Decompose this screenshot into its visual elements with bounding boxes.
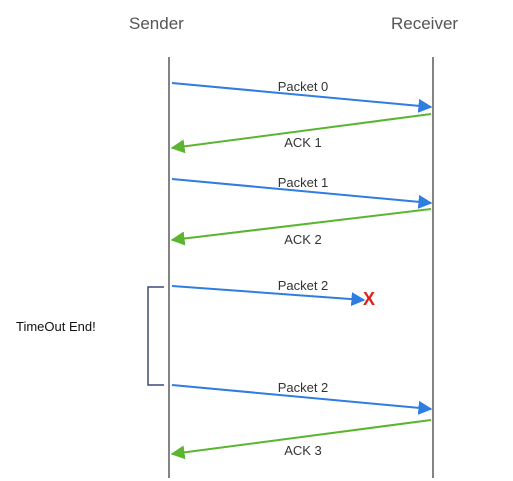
receiver-title: Receiver	[391, 14, 459, 33]
ack-arrow-1	[170, 113, 432, 154]
ack-label-6: ACK 3	[284, 443, 322, 458]
packet-arrow-4	[171, 285, 366, 307]
timeout-label: TimeOut End!	[16, 319, 96, 334]
ack-arrow-3	[170, 208, 432, 246]
packet-arrow-2	[171, 178, 433, 209]
ack-arrow-6	[170, 419, 432, 460]
packet-arrow-0	[171, 82, 433, 113]
packet-label-0: Packet 0	[277, 79, 329, 94]
packet-label-5: Packet 2	[277, 380, 329, 395]
packet-arrow-5	[171, 384, 433, 415]
ack-label-3: ACK 2	[284, 232, 322, 247]
timeout-bracket	[147, 286, 164, 386]
sender-title: Sender	[129, 14, 184, 33]
ack-label-1: ACK 1	[284, 135, 322, 150]
packet-label-2: Packet 1	[277, 175, 329, 190]
packet-label-4: Packet 2	[277, 278, 329, 293]
lost-packet-marker: X	[363, 289, 376, 309]
